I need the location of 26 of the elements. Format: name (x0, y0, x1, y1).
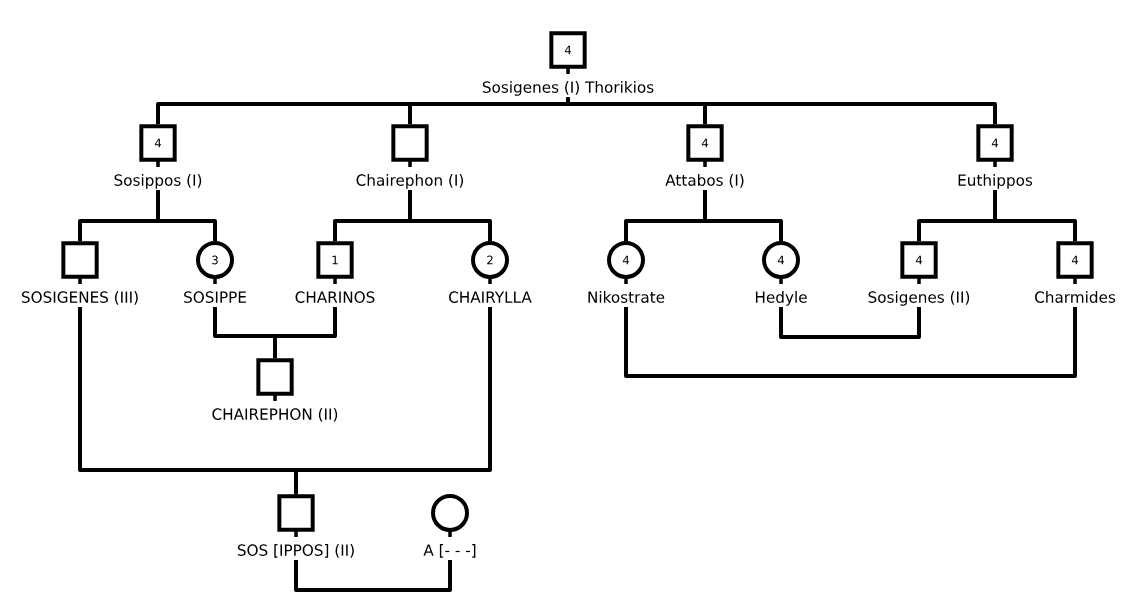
name-label: Euthippos (958, 174, 1033, 189)
name-label: Charmides (1035, 291, 1116, 303)
name-label: Hedyle (755, 291, 807, 306)
name-label: SOSIGENES (III) (21, 291, 138, 305)
connector-line (408, 189, 492, 241)
name-label: CHARINOS (295, 291, 375, 303)
connector-line (703, 189, 783, 241)
connector-line (566, 96, 997, 125)
name-label: CHAIREPHON (II) (212, 408, 338, 422)
connector-line (294, 559, 452, 592)
name-label: A [- - -] (423, 544, 476, 558)
connector-line (273, 306, 337, 359)
name-label: Attabos (I) (665, 174, 744, 188)
name-label: Sosippos (I) (114, 174, 202, 189)
name-label: CHAIRYLLA (449, 291, 532, 303)
connector-line (993, 189, 1077, 242)
connector-line (156, 189, 217, 241)
connector-line (624, 306, 1077, 378)
name-label: SOSIPPE (184, 291, 246, 303)
connector-line (294, 306, 492, 495)
name-label: Chairephon (I) (356, 174, 463, 189)
name-label: Sosigenes (I) Thorikios (482, 81, 654, 96)
connector-line (779, 306, 921, 339)
name-label: Nikostrate (588, 291, 665, 303)
name-label: Sosigenes (II) (868, 291, 970, 306)
name-label: SOS [IPPOS] (II) (237, 544, 354, 558)
